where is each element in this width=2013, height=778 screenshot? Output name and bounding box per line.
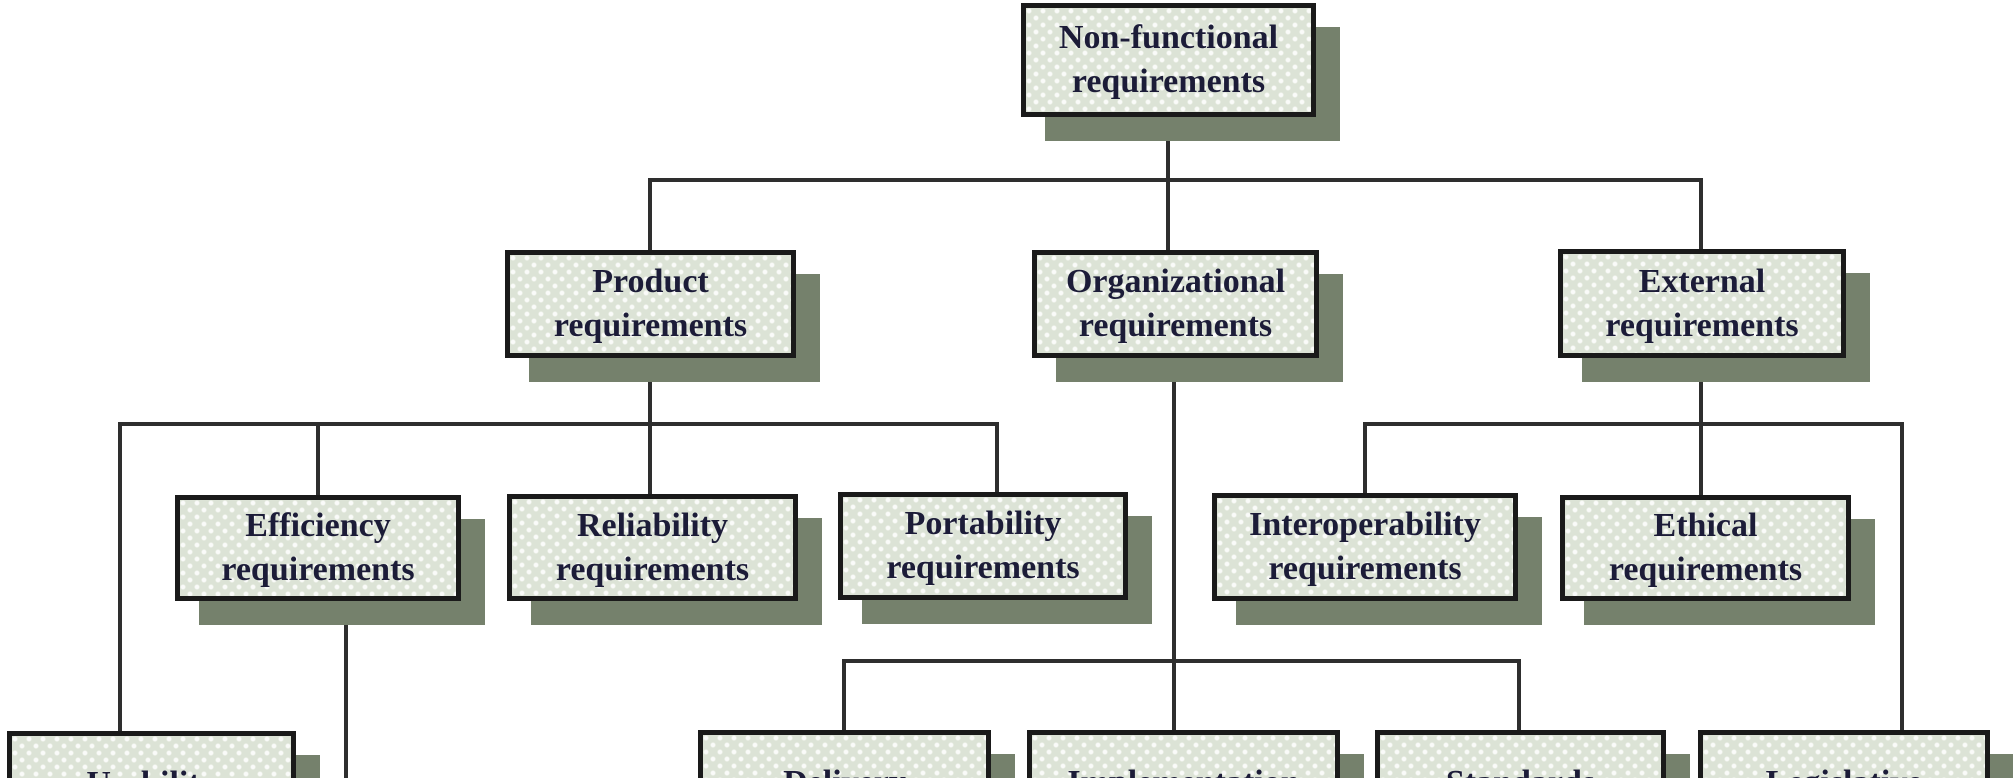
- node-label: Efficiency requirements: [221, 507, 415, 588]
- node-usability: Usability: [7, 731, 296, 778]
- node-legislative: Legislative: [1698, 730, 1990, 778]
- connector-legislative-drop: [1900, 422, 1904, 733]
- connector-organizational-stem: [1172, 356, 1176, 732]
- node-interoperability-requirements: Interoperability requirements: [1212, 493, 1518, 601]
- node-non-functional-requirements: Non-functional requirements: [1021, 3, 1316, 117]
- node-label: Usability: [80, 762, 222, 778]
- node-product-requirements: Product requirements: [505, 250, 796, 358]
- node-label: Implementation: [1061, 761, 1305, 778]
- connector-external-stem: [1699, 356, 1703, 497]
- connector-organizational-children-hbar: [842, 659, 1521, 663]
- node-reliability-requirements: Reliability requirements: [507, 494, 798, 601]
- node-implementation: Implementation: [1027, 730, 1340, 778]
- node-ethical-requirements: Ethical requirements: [1560, 495, 1851, 601]
- node-external-requirements: External requirements: [1558, 249, 1846, 358]
- node-label: Organizational requirements: [1065, 263, 1286, 344]
- node-label: Reliability requirements: [555, 506, 750, 588]
- connector-efficiency-drop: [316, 422, 320, 497]
- connector-interoperability-drop: [1363, 422, 1367, 495]
- connector-usability-drop: [118, 422, 122, 733]
- node-label: Portability requirements: [886, 505, 1080, 586]
- node-organizational-requirements: Organizational requirements: [1032, 250, 1319, 358]
- connector-product-stem: [648, 356, 652, 496]
- node-label: External requirements: [1605, 262, 1799, 344]
- connector-delivery-drop: [842, 659, 846, 732]
- connector-external-drop: [1699, 178, 1703, 251]
- node-portability-requirements: Portability requirements: [838, 492, 1128, 600]
- node-efficiency-requirements: Efficiency requirements: [175, 495, 461, 601]
- node-label: Interoperability requirements: [1249, 506, 1481, 587]
- node-label: Product requirements: [553, 263, 748, 344]
- node-label: Standards: [1440, 761, 1601, 778]
- connector-product-drop: [648, 178, 652, 252]
- connector-portability-drop: [995, 422, 999, 494]
- connector-external-children-hbar: [1363, 422, 1904, 426]
- node-delivery: Delivery: [698, 730, 991, 778]
- node-label: Legislative: [1760, 761, 1929, 778]
- connector-efficiency-child-stem: [344, 599, 348, 778]
- node-standards: Standards: [1375, 730, 1666, 778]
- connector-product-children-hbar: [118, 422, 999, 426]
- connector-level1-hbar: [649, 178, 1702, 182]
- node-label: Non-functional requirements: [1058, 19, 1279, 100]
- connector-root-stem: [1166, 115, 1170, 252]
- node-label: Delivery: [777, 761, 912, 778]
- connector-standards-drop: [1517, 659, 1521, 732]
- node-label: Ethical requirements: [1608, 507, 1803, 588]
